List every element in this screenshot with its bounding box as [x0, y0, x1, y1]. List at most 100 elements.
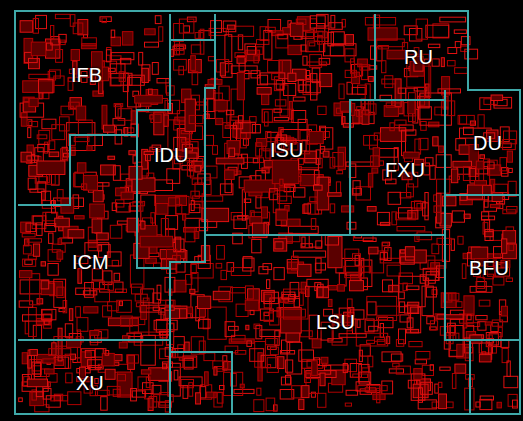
cell [256, 143, 262, 156]
cell [355, 64, 362, 76]
cell [432, 59, 439, 66]
cell [30, 274, 40, 305]
cell [83, 291, 96, 295]
cell [404, 26, 417, 35]
cell [350, 364, 361, 378]
cell [110, 64, 125, 78]
cell [266, 398, 275, 411]
cell [23, 259, 36, 266]
cell [464, 127, 474, 134]
cell [480, 399, 492, 409]
cell [157, 285, 161, 299]
cell [331, 15, 335, 28]
unit-label: DU [473, 132, 502, 155]
cell [380, 324, 383, 338]
cell [509, 168, 513, 172]
cell [36, 15, 47, 28]
unit-region: RU [400, 44, 437, 71]
cell [455, 68, 468, 74]
cell [259, 267, 268, 274]
cell [455, 364, 466, 373]
cell [318, 35, 323, 44]
cell [111, 30, 115, 37]
cell [377, 317, 388, 320]
cell [211, 21, 222, 33]
cell [368, 173, 372, 187]
cell [409, 342, 422, 347]
cell [415, 360, 426, 364]
cell [69, 309, 72, 321]
cell [406, 286, 419, 290]
cell [276, 80, 284, 89]
cell [163, 364, 167, 369]
cell [316, 258, 321, 273]
cell [217, 246, 225, 260]
cell [20, 21, 32, 33]
cell [436, 193, 441, 223]
cell [367, 340, 375, 343]
cell [455, 42, 461, 48]
cell [266, 339, 278, 345]
cell [328, 193, 342, 197]
cell [119, 342, 127, 348]
cell [183, 214, 186, 220]
cell [20, 271, 32, 278]
cell [243, 257, 252, 268]
cell [270, 347, 278, 355]
cell [192, 72, 198, 85]
cell [199, 220, 207, 231]
cell [174, 59, 187, 70]
cell [430, 365, 433, 371]
cell [65, 324, 72, 337]
cell [476, 161, 483, 169]
cell [441, 58, 444, 67]
cell [426, 25, 449, 37]
cell [368, 77, 373, 82]
cell [425, 158, 433, 166]
cell [234, 216, 247, 228]
cell [330, 204, 335, 213]
cell [192, 179, 202, 185]
cell [191, 56, 196, 71]
cell [492, 320, 502, 326]
cell [308, 62, 327, 66]
cell [260, 73, 285, 84]
cell [179, 377, 202, 386]
unit-label: LSU [316, 311, 355, 334]
cell [419, 107, 432, 119]
cell [274, 117, 288, 120]
cell [114, 273, 120, 281]
cell [405, 305, 418, 313]
cell [400, 315, 409, 322]
cell [371, 156, 379, 167]
cell [257, 88, 271, 95]
cell [425, 193, 428, 220]
cell [139, 52, 143, 65]
cell [300, 331, 312, 337]
cell [293, 97, 305, 101]
cell [113, 166, 120, 181]
cell [143, 383, 154, 394]
cell [395, 120, 406, 125]
cell [185, 228, 195, 242]
cell [189, 383, 193, 397]
cell [216, 263, 222, 268]
cell [426, 287, 436, 297]
cell [33, 244, 39, 256]
cell [220, 63, 225, 76]
cell [382, 61, 386, 73]
cell [345, 49, 354, 62]
cell [231, 268, 251, 276]
cell [117, 374, 125, 381]
cell [507, 151, 512, 162]
cell [33, 19, 38, 34]
cell [121, 316, 133, 326]
isu-boundary [205, 100, 375, 235]
cell [184, 26, 190, 32]
cell [253, 158, 258, 163]
cell [135, 294, 147, 301]
cell [225, 179, 231, 193]
cell [55, 14, 70, 18]
cell [485, 322, 491, 325]
cell [439, 382, 442, 387]
